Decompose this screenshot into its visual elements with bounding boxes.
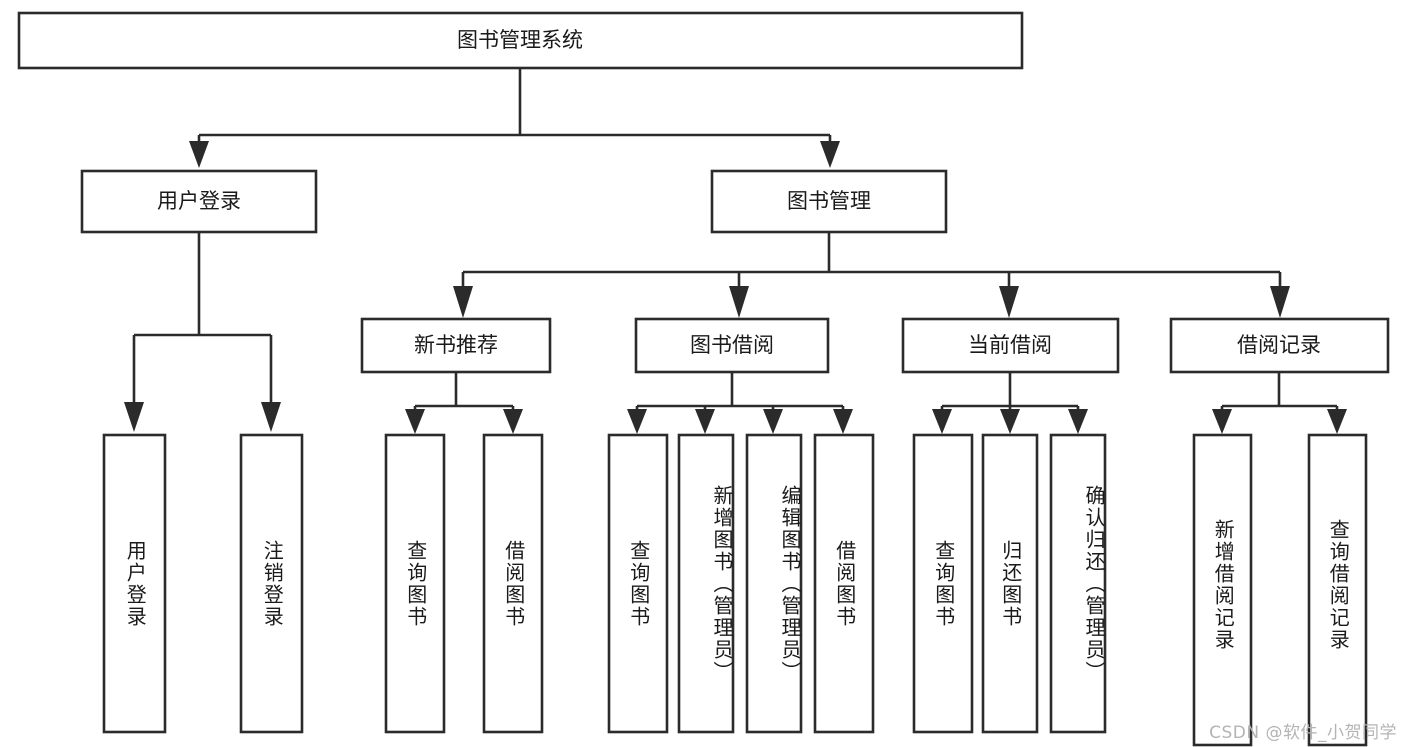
node-user-login-label: 用户登录 bbox=[157, 189, 241, 213]
node-book-manage-box[interactable] bbox=[710, 169, 948, 234]
leaf-box-cb-1[interactable] bbox=[912, 433, 974, 734]
arrow-head-to-book-manage bbox=[820, 141, 840, 168]
node-borrow-record-label: 借阅记录 bbox=[1237, 333, 1321, 357]
node-user-login[interactable]: 用户登录 bbox=[80, 169, 318, 234]
node-root[interactable]: 图书管理系统 bbox=[17, 11, 1024, 70]
node-book-manage-label: 图书管理 bbox=[787, 189, 871, 213]
node-book-borrow-box[interactable] bbox=[634, 317, 830, 374]
arrow-head-leaf-cb-3 bbox=[1068, 409, 1088, 434]
arrow-head-leaf-bb-3 bbox=[763, 409, 783, 434]
arrow-head-to-user-login bbox=[189, 141, 209, 168]
arrow-head-leaf-nbr-2 bbox=[503, 409, 523, 434]
node-current-borrow-label: 当前借阅 bbox=[968, 333, 1052, 357]
leaf-box-cb-3[interactable] bbox=[1049, 433, 1107, 734]
leaf-box-bb-3[interactable] bbox=[745, 433, 803, 734]
arrow-head-to-borrow-record bbox=[1270, 286, 1290, 318]
node-current-borrow-box[interactable] bbox=[901, 317, 1120, 374]
leaf-box-user-login-1[interactable] bbox=[102, 433, 167, 734]
node-book-borrow[interactable]: 图书借阅 bbox=[634, 317, 830, 374]
arrow-head-to-current-borrow bbox=[999, 286, 1019, 318]
arrow-head-leaf-bb-4 bbox=[833, 409, 853, 434]
arrow-head-leaf-bb-2 bbox=[695, 409, 715, 434]
arrow-head-leaf-nbr-1 bbox=[405, 409, 425, 434]
node-borrow-record-box[interactable] bbox=[1169, 317, 1390, 374]
leaf-box-nbr-1[interactable] bbox=[384, 433, 446, 734]
arrow-head-leaf-br-2 bbox=[1327, 409, 1347, 434]
arrow-head-leaf-user-login-2 bbox=[261, 402, 281, 432]
leaf-box-bb-2[interactable] bbox=[677, 433, 735, 734]
csdn-watermark: CSDN @软件_小贺同学 bbox=[1209, 723, 1397, 743]
arrow-head-leaf-cb-2 bbox=[1000, 409, 1020, 434]
leaf-box-br-1[interactable] bbox=[1192, 433, 1253, 747]
arrow-head-leaf-cb-1 bbox=[932, 409, 952, 434]
leaf-box-cb-2[interactable] bbox=[981, 433, 1039, 734]
leaf-box-br-2[interactable] bbox=[1307, 433, 1368, 747]
node-current-borrow[interactable]: 当前借阅 bbox=[901, 317, 1120, 374]
node-book-borrow-label: 图书借阅 bbox=[690, 333, 774, 357]
arrow-head-leaf-user-login-1 bbox=[124, 402, 144, 432]
leaf-box-nbr-2[interactable] bbox=[482, 433, 544, 734]
arrow-head-leaf-bb-1 bbox=[627, 409, 647, 434]
node-new-book-recommend-label: 新书推荐 bbox=[414, 333, 498, 357]
arrow-head-to-new-book bbox=[453, 286, 473, 318]
leaf-box-bb-1[interactable] bbox=[607, 433, 669, 734]
node-root-box[interactable] bbox=[17, 11, 1024, 70]
leaf-box-user-login-2[interactable] bbox=[239, 433, 304, 734]
arrow-head-to-book-borrow bbox=[729, 286, 749, 318]
node-root-label: 图书管理系统 bbox=[457, 28, 583, 52]
node-new-book-recommend-box[interactable] bbox=[360, 317, 552, 374]
arrow-head-leaf-br-1 bbox=[1212, 409, 1232, 434]
leaf-box-bb-4[interactable] bbox=[813, 433, 875, 734]
node-book-manage[interactable]: 图书管理 bbox=[710, 169, 948, 234]
node-new-book-recommend[interactable]: 新书推荐 bbox=[360, 317, 552, 374]
node-borrow-record[interactable]: 借阅记录 bbox=[1169, 317, 1390, 374]
